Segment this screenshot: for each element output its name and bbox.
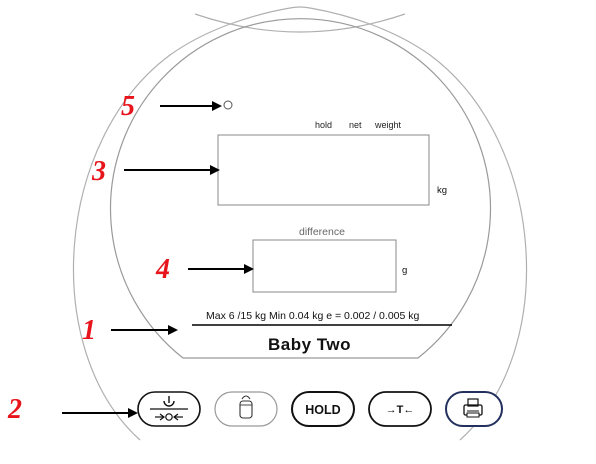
difference-label: difference xyxy=(299,226,345,238)
indicator-led xyxy=(223,100,233,110)
indicator-hold-label: hold xyxy=(315,120,332,130)
callout-number-3: 3 xyxy=(91,156,106,187)
model-name: Baby Two xyxy=(268,335,351,354)
main-unit-label: kg xyxy=(437,185,447,196)
print-button[interactable] xyxy=(445,391,503,427)
housing-notch xyxy=(194,13,406,33)
printer-icon xyxy=(463,398,483,418)
callout-number-2: 2 xyxy=(7,394,22,425)
callout-number-1: 1 xyxy=(82,315,96,346)
callout-number-4: 4 xyxy=(155,254,170,285)
callout-number-5: 5 xyxy=(121,91,135,122)
main-weight-display xyxy=(217,134,430,206)
housing-outline xyxy=(72,6,528,441)
tare-button[interactable]: →T← xyxy=(368,391,432,427)
display-panel-outline xyxy=(109,18,492,359)
power-zero-button[interactable] xyxy=(137,391,201,427)
baby-bottle-icon xyxy=(239,395,253,419)
indicator-net-label: net xyxy=(349,120,362,130)
hold-button-label: HOLD xyxy=(305,403,340,417)
difference-unit-label: g xyxy=(402,265,407,276)
indicator-weight-label: weight xyxy=(374,120,402,130)
baby-mode-button[interactable] xyxy=(214,391,278,427)
hold-button[interactable]: HOLD xyxy=(291,391,355,427)
power-zero-icon xyxy=(150,396,188,421)
difference-display xyxy=(252,239,397,293)
tare-button-label: →T← xyxy=(386,404,415,416)
spec-line: Max 6 /15 kg Min 0.04 kg e = 0.002 / 0.0… xyxy=(206,310,420,322)
